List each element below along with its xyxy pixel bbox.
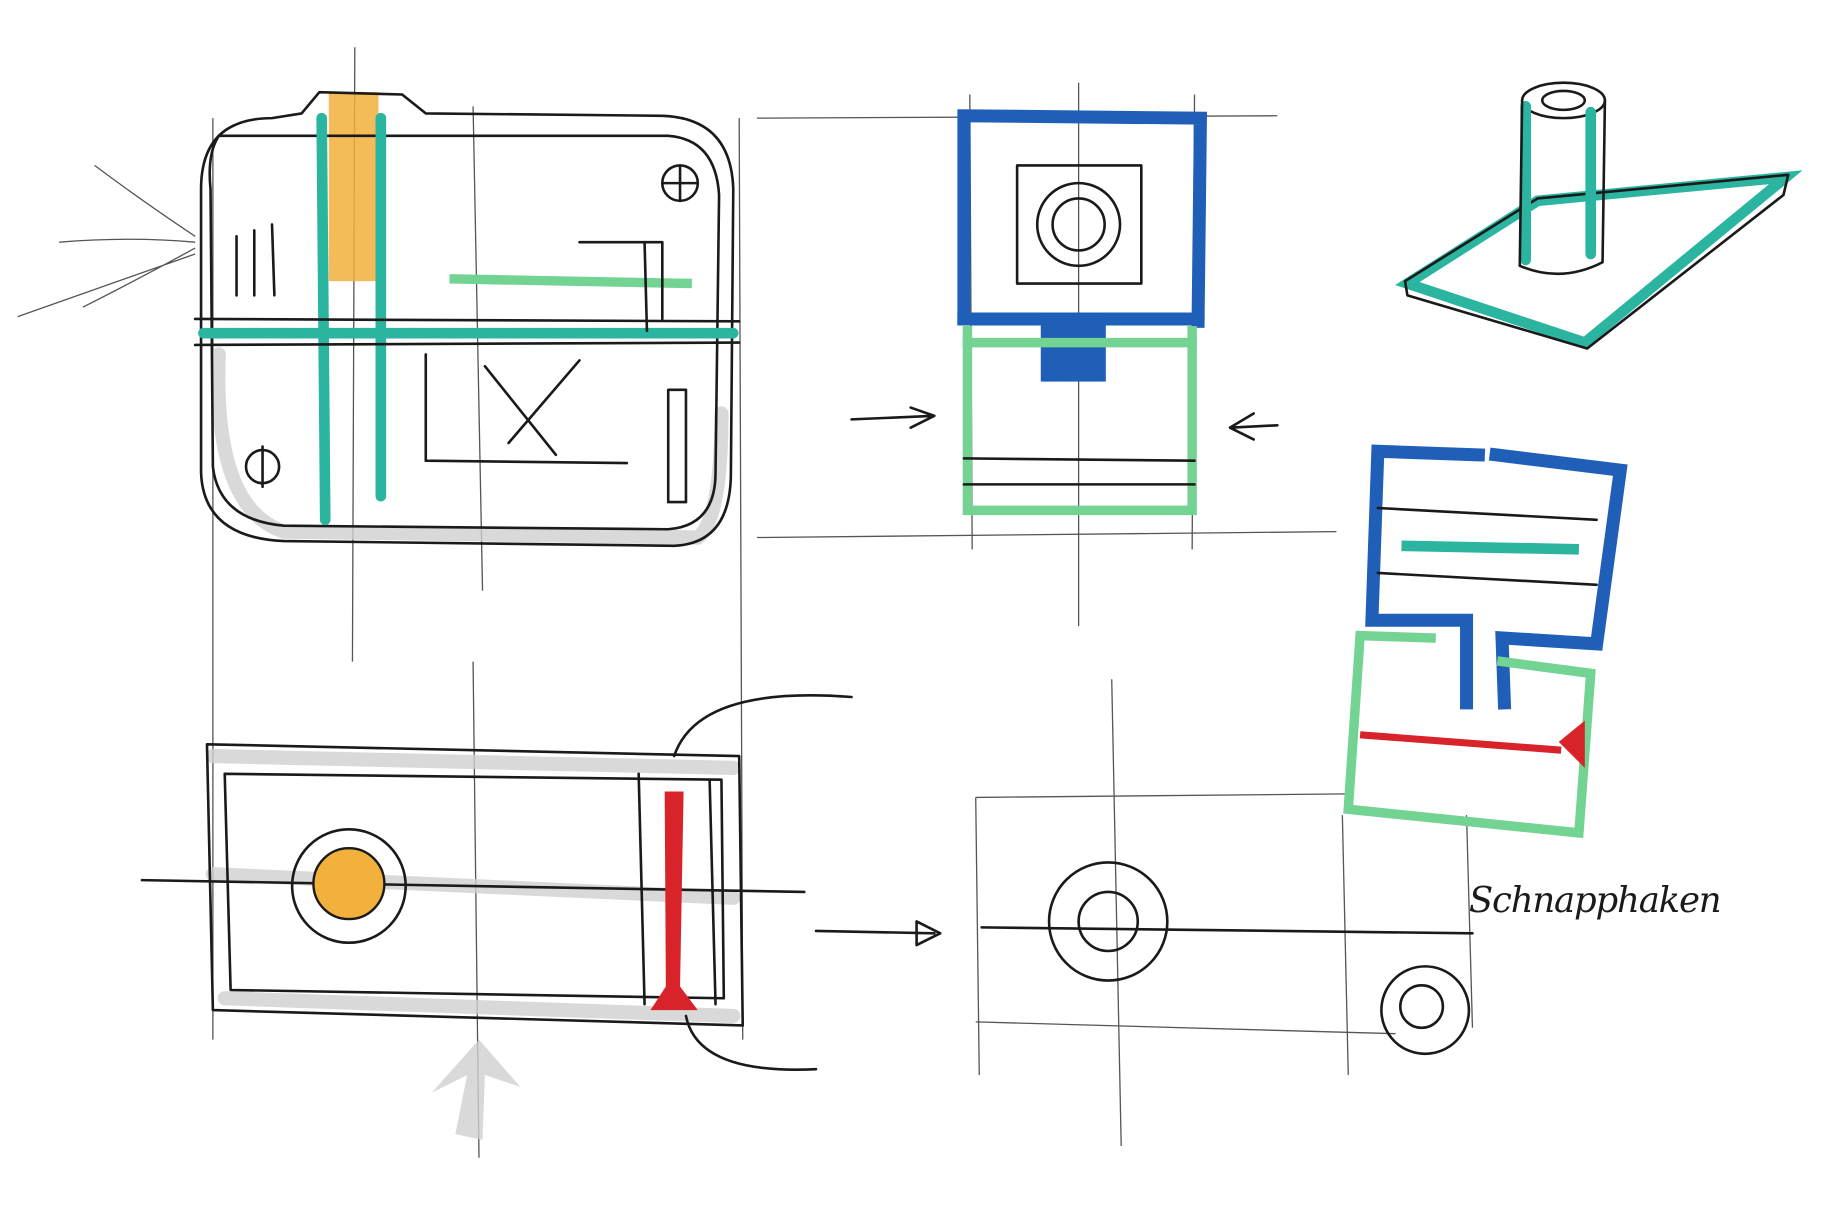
blue-latch-block	[1040, 316, 1106, 382]
top-middle-front-view	[850, 109, 1279, 516]
bottom-middle-circle-view	[980, 861, 1474, 1056]
construction-lines	[212, 47, 1474, 1158]
orange-screw-fill	[328, 92, 379, 282]
red-hook-tip	[1558, 720, 1585, 768]
bottom-left-top-view	[140, 694, 942, 1141]
top-left-section-view	[17, 90, 741, 548]
top-right-pin-3d	[1395, 81, 1803, 350]
gray-arrow	[431, 1039, 521, 1141]
red-hook-profile	[650, 791, 698, 1011]
annotation-snap-hook: Schnapphaken	[1469, 880, 1721, 921]
right-snap-hook-section	[1343, 444, 1628, 839]
